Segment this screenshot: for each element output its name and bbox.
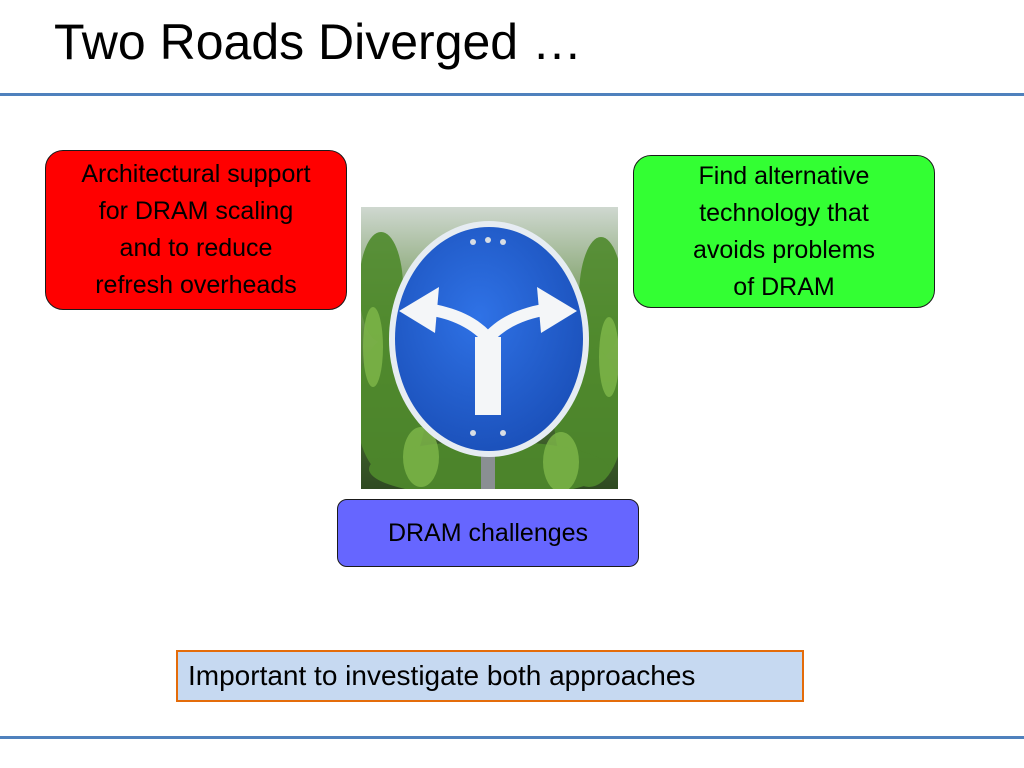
slide-title: Two Roads Diverged … [54,14,583,70]
scaling-support-box: Architectural support for DRAM scaling a… [45,150,347,310]
conclusion-note: Important to investigate both approaches [176,650,804,702]
alternative-technology-box: Find alternative technology that avoids … [633,155,935,308]
dram-challenges-box: DRAM challenges [337,499,639,567]
diverging-road-sign-photo [361,207,618,489]
split-arrow-icon [399,287,577,415]
title-divider [0,93,1024,96]
footer-divider [0,736,1024,739]
